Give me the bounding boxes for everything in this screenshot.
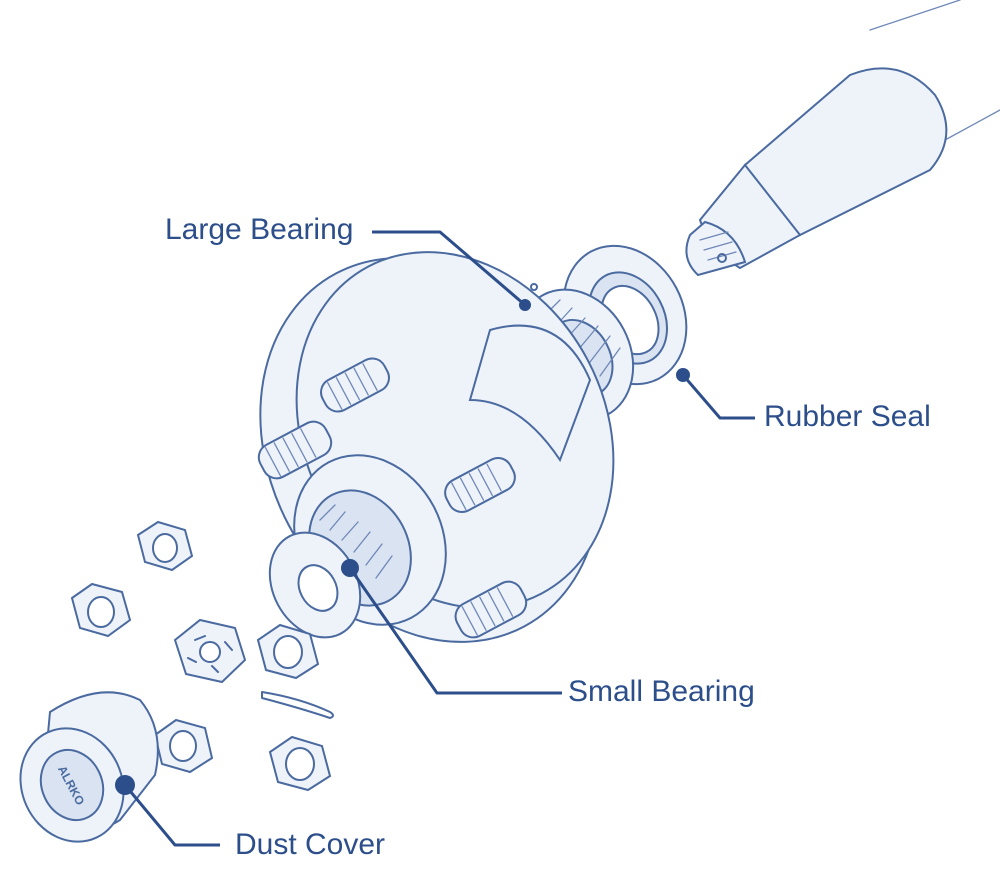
leader-dust-cover (123, 784, 220, 847)
leader-lines (123, 230, 755, 847)
castle-nut (173, 618, 247, 684)
leader-small-bearing (348, 567, 562, 695)
split-pin (261, 691, 334, 719)
axle-spindle (685, 0, 1000, 277)
leader-large-bearing (372, 230, 526, 307)
leader-rubber-seal (681, 374, 755, 420)
wheel-nuts (70, 520, 332, 792)
label-large-bearing: Large Bearing (165, 213, 354, 246)
label-small-bearing: Small Bearing (568, 675, 755, 708)
dust-cover-part: ALRKO (19, 691, 159, 843)
label-rubber-seal: Rubber Seal (764, 400, 931, 433)
wheel-studs (257, 357, 528, 639)
label-dust-cover: Dust Cover (235, 828, 386, 861)
washer (268, 531, 362, 639)
